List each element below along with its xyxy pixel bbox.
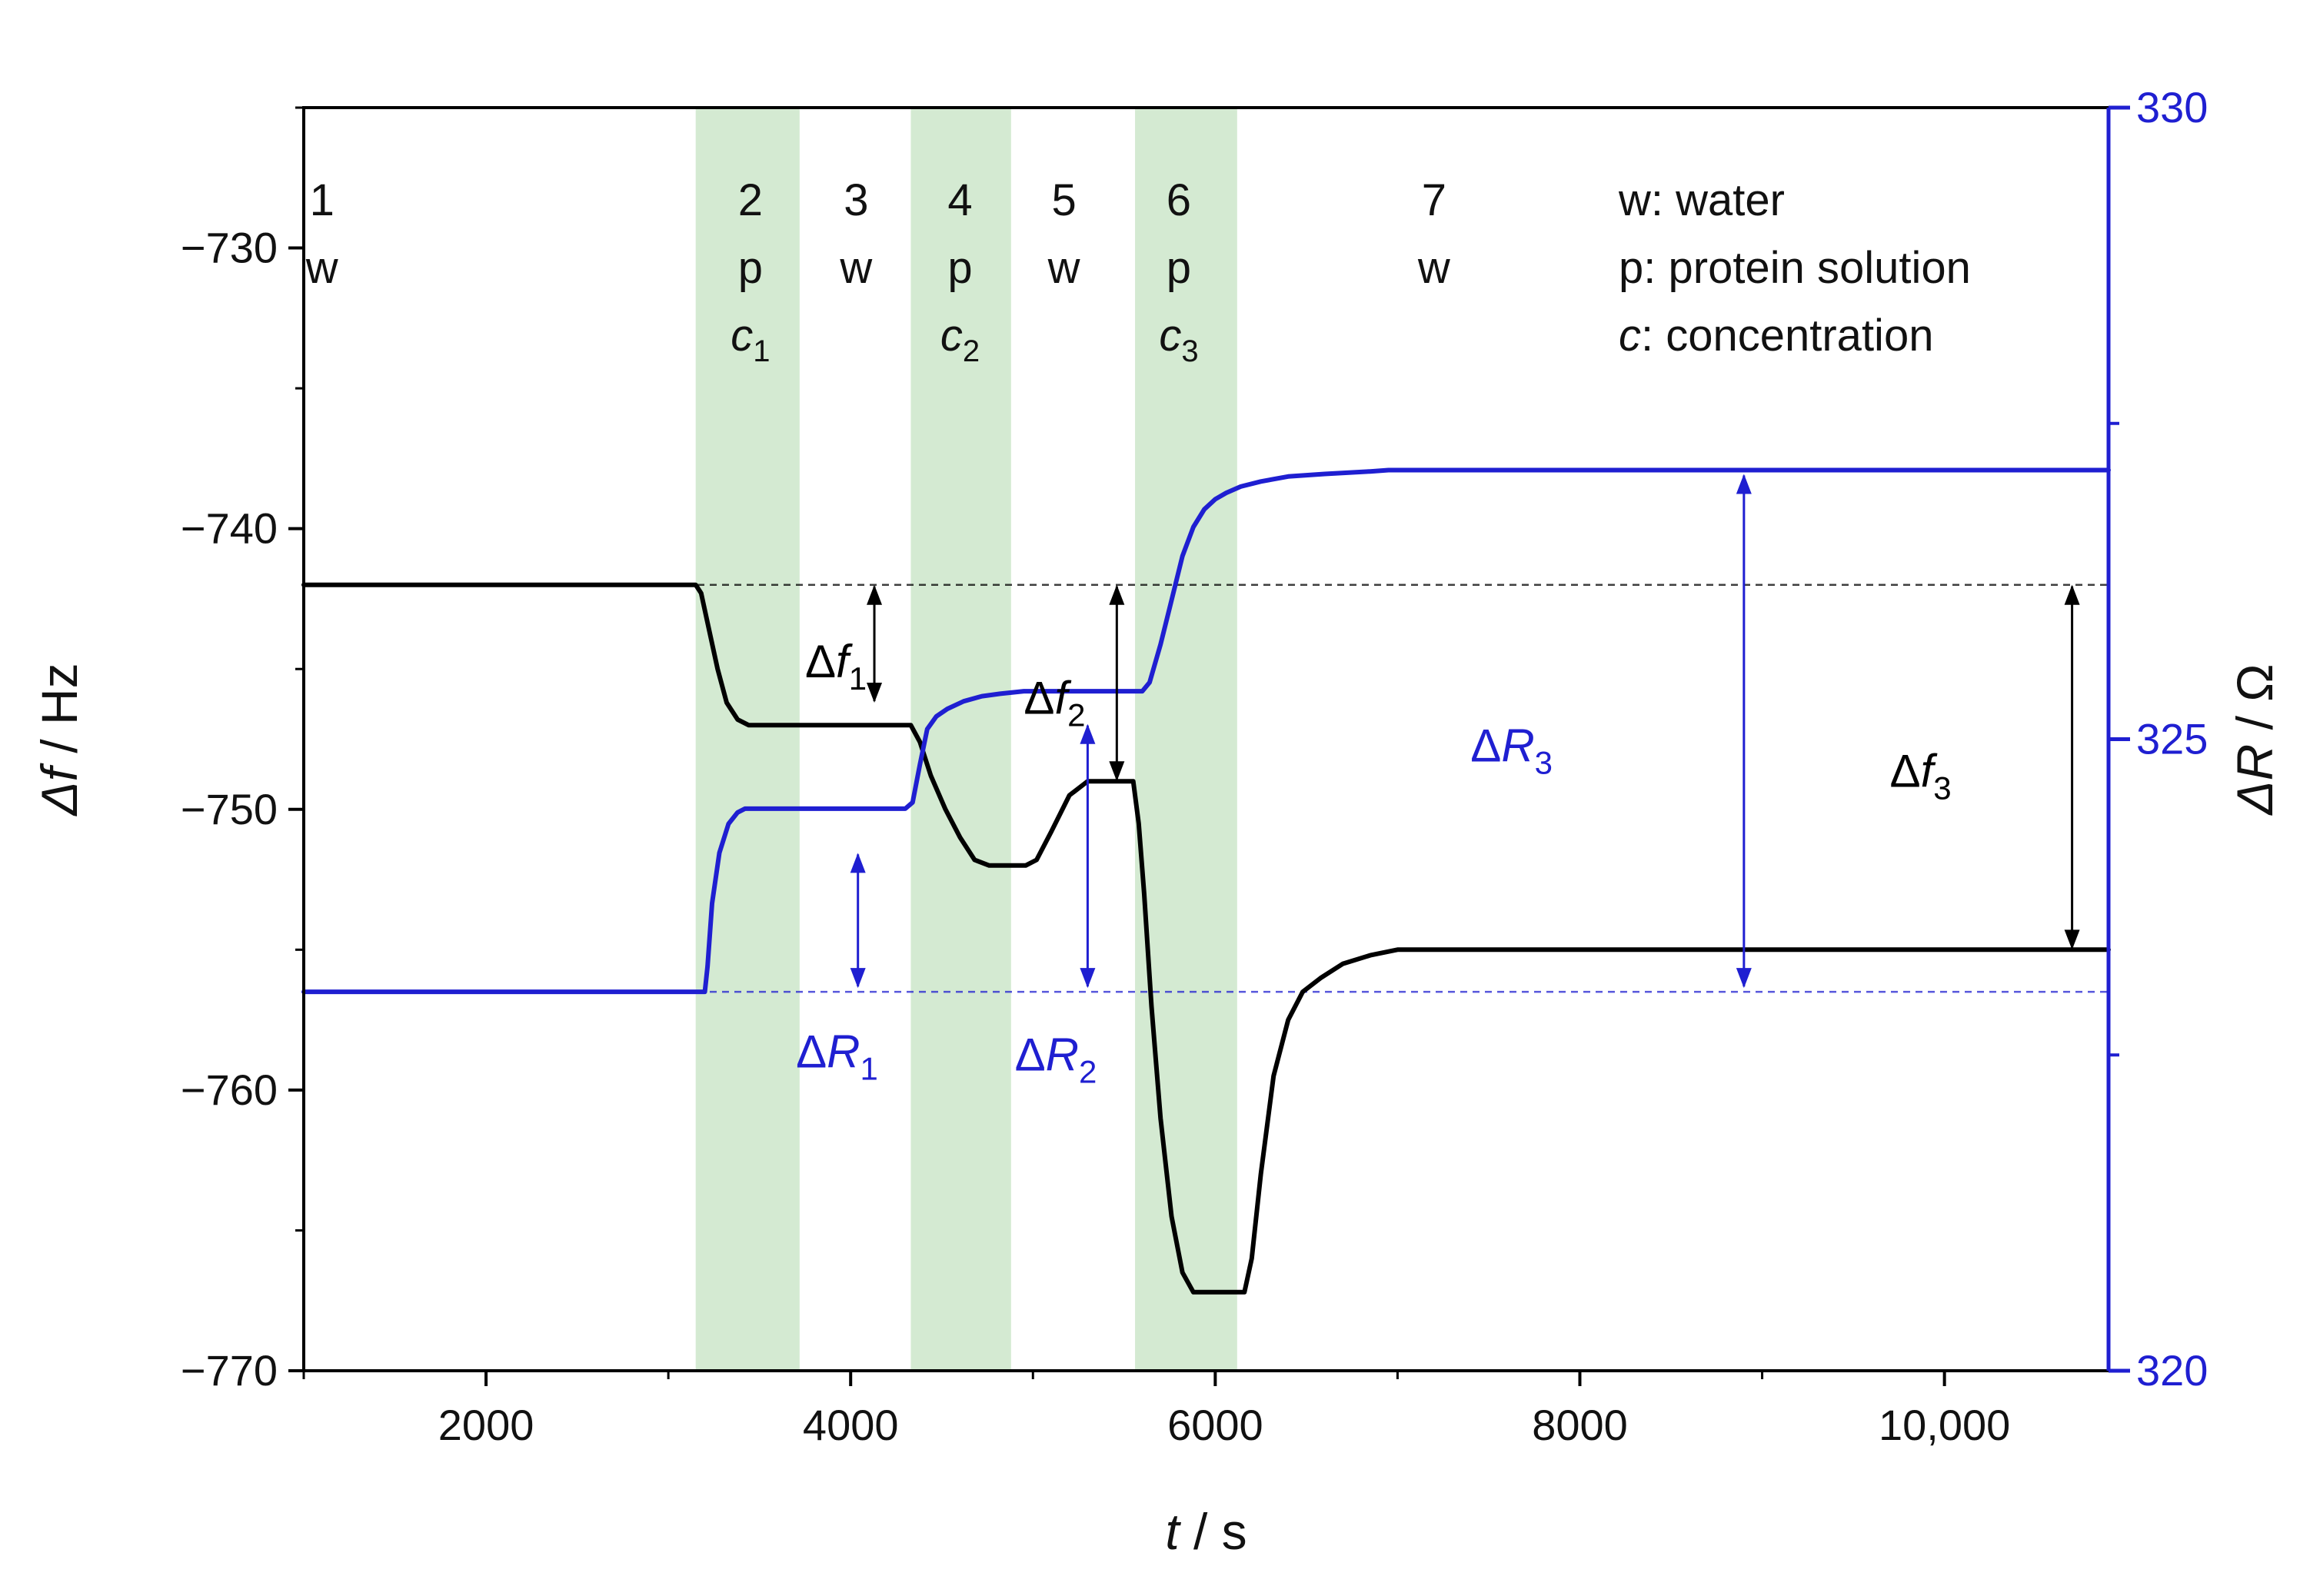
phase-5-line-2: w (1047, 243, 1081, 293)
y-left-tick-label: −730 (181, 224, 278, 272)
resistance-series-line (301, 467, 2111, 995)
right-axis-title: ΔR / Ω (2226, 663, 2283, 816)
phase-7-line-2: w (1417, 243, 1451, 293)
delta-arrowhead-top-3 (2064, 584, 2080, 605)
delta-arrowhead-bottom-4 (850, 968, 866, 989)
x-tick-label: 4000 (803, 1401, 899, 1449)
legend-entry-w: w: water (1618, 175, 1785, 225)
delta-arrowhead-bottom-2 (1109, 761, 1125, 782)
phase-6-line-1: 6 (1167, 175, 1191, 225)
y-right-tick-label: 325 (2136, 715, 2208, 763)
delta-arrowhead-bottom-1 (867, 683, 883, 703)
delta-r-2-label: ΔR2 (1015, 1029, 1097, 1089)
phase-4-concentration: c2 (940, 311, 980, 368)
frequency-series-line (301, 582, 2111, 1295)
legend-entry-c: c: concentration (1619, 311, 1933, 361)
axis-ticks (288, 105, 2130, 1386)
y-left-tick-label: −750 (181, 785, 278, 833)
protein-band-1 (695, 108, 800, 1371)
x-tick-label: 10,000 (1879, 1401, 2010, 1449)
x-tick-label: 2000 (438, 1401, 534, 1449)
delta-r-1-label: ΔR1 (796, 1026, 878, 1087)
protein-phase-bands (695, 108, 1237, 1371)
phase-4-line-2: p (947, 243, 972, 293)
phase-2-line-1: 2 (738, 175, 763, 225)
delta-r-3-label: ΔR3 (1470, 720, 1553, 781)
x-tick-label: 8000 (1532, 1401, 1628, 1449)
delta-f-2-label: Δf2 (1024, 673, 1085, 733)
x-tick-label: 6000 (1167, 1401, 1263, 1449)
phase-6-line-2: p (1167, 243, 1191, 293)
left-axis-title: Δf / Hz (31, 663, 88, 816)
phase-3-line-2: w (839, 243, 873, 293)
y-left-tick-label: −740 (181, 504, 278, 553)
phase-3-line-1: 3 (844, 175, 868, 225)
delta-arrowhead-bottom-5 (1080, 968, 1096, 989)
delta-f-3-label: Δf3 (1890, 746, 1952, 806)
protein-band-2 (910, 108, 1011, 1371)
delta-arrowhead-top-4 (850, 853, 866, 873)
data-series (301, 467, 2111, 1295)
delta-arrowhead-top-6 (1736, 474, 1752, 494)
y-right-tick-label: 320 (2136, 1346, 2208, 1395)
protein-band-3 (1135, 108, 1237, 1371)
delta-arrowhead-top-2 (1109, 584, 1125, 605)
legend-entry-p: p: protein solution (1619, 243, 1971, 293)
delta-arrows (850, 474, 2080, 989)
phase-2-concentration: c1 (731, 311, 770, 368)
y-left-tick-label: −770 (181, 1346, 278, 1395)
y-left-tick-label: −760 (181, 1066, 278, 1114)
phase-5-line-1: 5 (1051, 175, 1076, 225)
x-axis-title: t / s (1165, 1503, 1247, 1560)
delta-arrowhead-top-5 (1080, 723, 1096, 744)
phase-6-concentration: c3 (1159, 311, 1198, 368)
delta-arrowhead-bottom-6 (1736, 968, 1752, 989)
phase-7-line-1: 7 (1422, 175, 1446, 225)
delta-arrowhead-bottom-3 (2064, 929, 2080, 950)
phase-1-line-1: 1 (310, 175, 335, 225)
phase-4-line-1: 4 (947, 175, 972, 225)
y-right-tick-label: 330 (2136, 83, 2208, 131)
phase-2-line-2: p (738, 243, 763, 293)
delta-arrowhead-top-1 (867, 584, 883, 605)
phase-1-line-2: w (305, 243, 339, 293)
delta-f-1-label: Δf1 (805, 636, 867, 697)
